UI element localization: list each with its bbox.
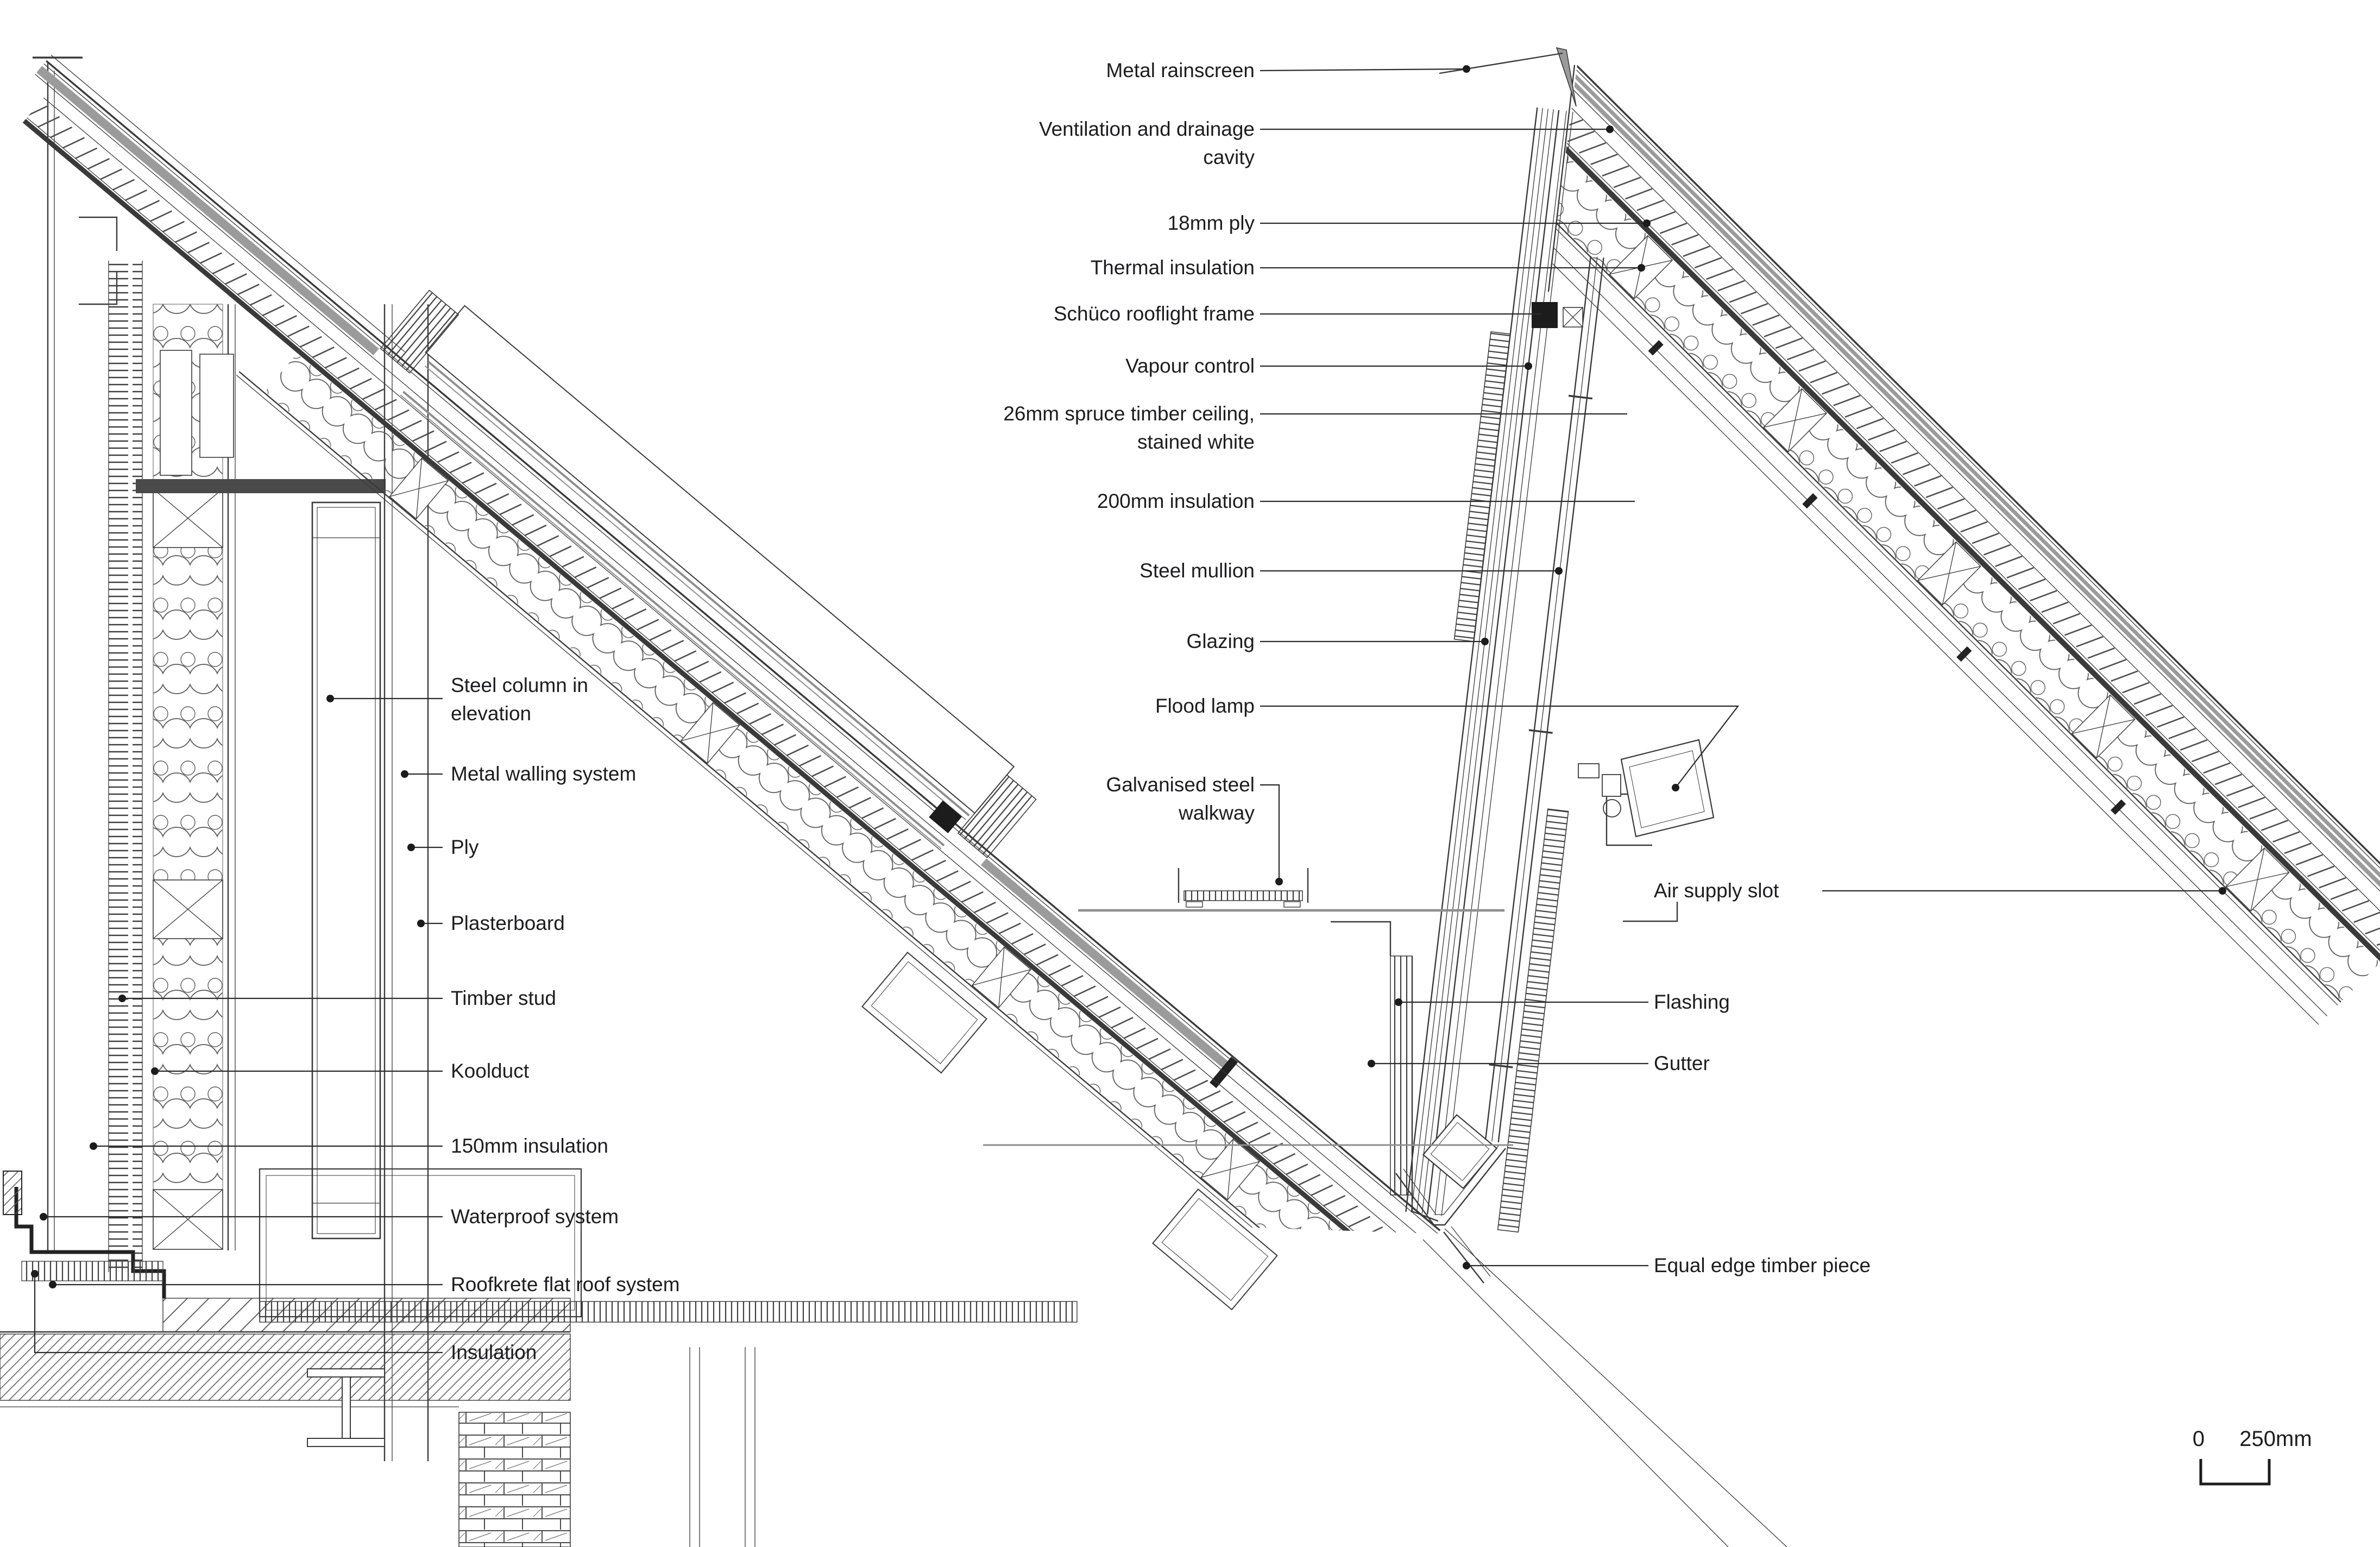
label-plasterboard: Plasterboard (451, 912, 565, 934)
left-roof-assembly (22, 54, 1441, 1318)
callout-schuco-frame: Schüco rooflight frame (1054, 303, 1550, 325)
brick-pier (458, 1412, 571, 1547)
label-air-supply-slot: Air supply slot (1654, 879, 1779, 902)
label-metal-walling: Metal walling system (451, 763, 636, 785)
left-wall-assembly (33, 56, 429, 1461)
callout-walkway: Galvanised steel walkway (1106, 774, 1283, 885)
callout-roofkrete: Roofkrete flat roof system (49, 1273, 680, 1296)
callouts-left-column: Steel column in elevation Metal walling … (31, 674, 680, 1363)
callout-ply: Ply (407, 836, 479, 858)
left-rooflight (380, 290, 1037, 858)
interior-lines (1422, 1228, 1787, 1547)
walkway (1178, 868, 1309, 908)
callout-timber-stud: Timber stud (118, 987, 556, 1009)
label-ply: Ply (451, 836, 479, 858)
label-thermal-insulation: Thermal insulation (1091, 256, 1255, 279)
callout-200mm-insulation: 200mm insulation (1097, 490, 1635, 512)
label-schuco-frame: Schüco rooflight frame (1054, 303, 1255, 325)
callout-vapour-control: Vapour control (1125, 355, 1532, 377)
label-steel-mullion: Steel mullion (1139, 559, 1255, 582)
valley-gutter-details (983, 868, 1513, 1284)
callout-steel-column: Steel column in elevation (326, 674, 588, 725)
callout-metal-rainscreen: Metal rainscreen (1106, 59, 1470, 81)
label-walkway-line2: walkway (1178, 802, 1255, 824)
callout-steel-mullion: Steel mullion (1139, 559, 1563, 582)
label-roofkrete: Roofkrete flat roof system (451, 1273, 680, 1296)
label-glazing: Glazing (1187, 630, 1255, 652)
scale-bar-zero: 0 (2193, 1427, 2205, 1451)
callout-spruce-ceiling: 26mm spruce timber ceiling, stained whit… (1003, 403, 1627, 453)
callout-metal-walling: Metal walling system (401, 763, 636, 785)
callout-flood-lamp: Flood lamp (1155, 695, 1740, 791)
label-koolduct: Koolduct (451, 1060, 530, 1082)
callout-insulation: Insulation (31, 1270, 537, 1363)
label-200mm-insulation: 200mm insulation (1097, 490, 1255, 512)
scale-bar-max: 250mm (2239, 1427, 2312, 1451)
callout-flashing: Flashing (1395, 991, 1730, 1013)
interior-duct-box (259, 1168, 1078, 1323)
scale-bar-bracket (2199, 1459, 2271, 1486)
label-steel-column-line1: Steel column in (451, 674, 588, 696)
wall-header-beam (136, 479, 386, 493)
steel-beam-section (307, 1368, 385, 1447)
recessed-fitting (861, 952, 1278, 1311)
label-timber-stud: Timber stud (451, 987, 556, 1009)
label-spruce-line2: stained white (1137, 431, 1255, 453)
label-ventilation-line2: cavity (1203, 146, 1255, 168)
ceiling-clips (1648, 340, 2126, 815)
callout-plasterboard: Plasterboard (417, 912, 565, 934)
callout-ventilation-cavity: Ventilation and drainage cavity (1039, 118, 1614, 168)
callout-thermal-insulation: Thermal insulation (1091, 256, 1645, 279)
steel-column-elevation (311, 501, 381, 1240)
label-steel-column-line2: elevation (451, 702, 531, 725)
flat-roof-base (0, 1168, 1078, 1547)
label-metal-rainscreen: Metal rainscreen (1106, 59, 1255, 81)
label-spruce-line1: 26mm spruce timber ceiling, (1003, 403, 1255, 425)
label-vapour-control: Vapour control (1125, 355, 1255, 377)
callout-gutter: Gutter (1368, 1052, 1710, 1074)
label-flood-lamp: Flood lamp (1155, 695, 1255, 717)
right-roof-assembly (1470, 61, 2380, 1025)
callout-koolduct: Koolduct (151, 1060, 530, 1082)
callout-18mm-ply: 18mm ply (1168, 212, 1651, 234)
callouts-top-right: Metal rainscreen Ventilation and drainag… (1003, 59, 1740, 885)
label-equal-edge-timber: Equal edge timber piece (1654, 1254, 1871, 1276)
callout-air-supply-slot: Air supply slot (1654, 879, 2226, 902)
scale-bar: 0 250mm (2193, 1427, 2312, 1486)
label-150mm-insulation: 150mm insulation (451, 1135, 608, 1157)
label-18mm-ply: 18mm ply (1168, 212, 1255, 234)
wall-x-brace (153, 488, 223, 1250)
label-ventilation-line1: Ventilation and drainage (1039, 118, 1255, 140)
label-waterproof-system: Waterproof system (451, 1205, 619, 1228)
steep-glazing-face (1405, 107, 1686, 1233)
callout-waterproof-system: Waterproof system (40, 1205, 619, 1228)
right-roof-x-brace (1609, 235, 2290, 912)
apex-detail (1439, 47, 1577, 107)
callouts-right-side: Air supply slot Flashing Gutter Equal ed… (1368, 879, 2226, 1276)
flood-lamp-fixture (1578, 739, 1715, 838)
label-insulation: Insulation (451, 1341, 537, 1363)
label-flashing: Flashing (1654, 991, 1730, 1013)
label-walkway-line1: Galvanised steel (1106, 774, 1255, 796)
callout-equal-edge-timber: Equal edge timber piece (1463, 1254, 1871, 1276)
left-roof-x-brace (389, 457, 1261, 1200)
callout-glazing: Glazing (1187, 630, 1489, 652)
label-gutter: Gutter (1654, 1052, 1710, 1074)
callout-150mm-insulation: 150mm insulation (90, 1135, 608, 1157)
